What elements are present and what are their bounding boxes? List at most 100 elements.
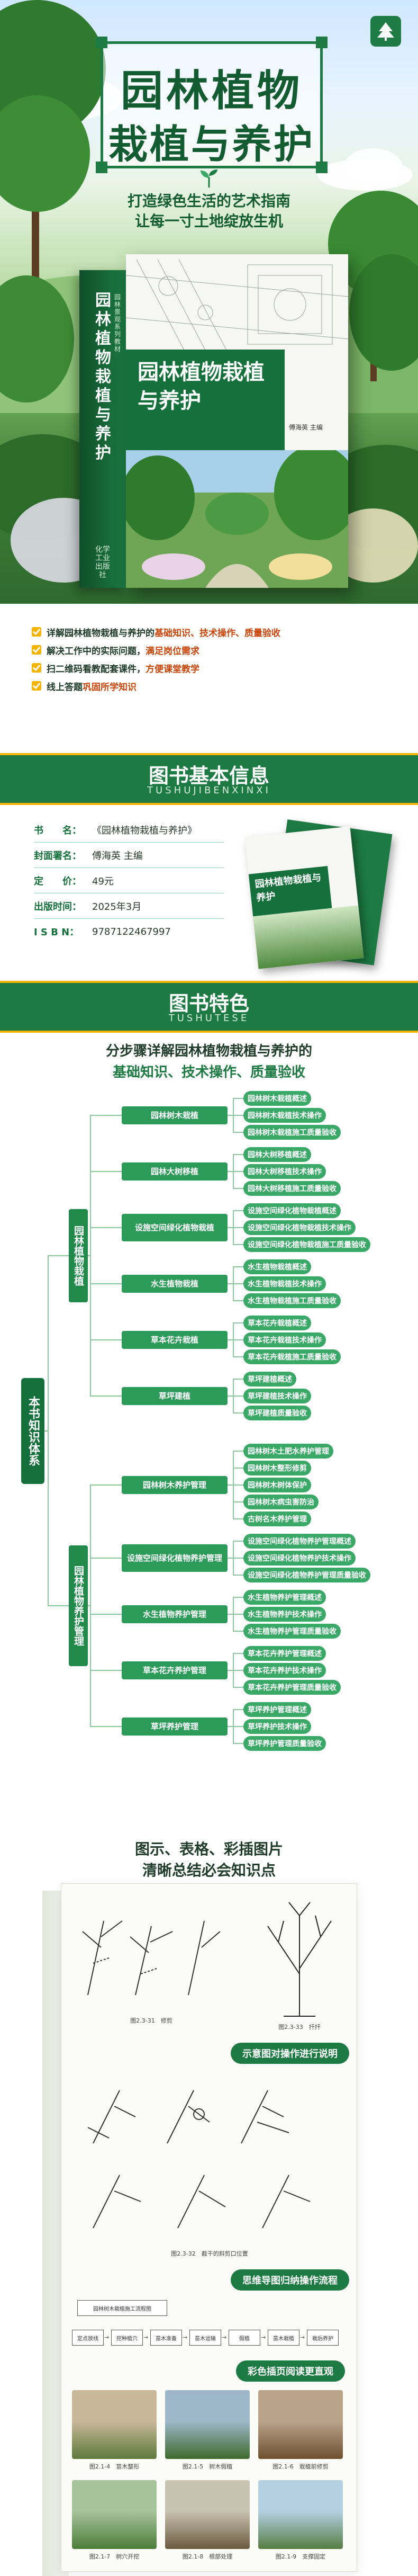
info-header-title: 图书基本信息	[148, 764, 269, 788]
hero-title-frame: 园林植物 栽植与养护	[96, 37, 328, 173]
tree-connector	[233, 1300, 243, 1301]
flow-arrow-icon: →	[183, 2334, 188, 2341]
highlight-item: 扫二维码看教配套课件，方便课堂教学	[32, 659, 392, 677]
tree-structure-diagram	[267, 1902, 332, 2017]
tree-connector	[233, 1098, 243, 1099]
hero-section: 园林植物 栽植与养护 打造绿色生活的艺术指南 让每一寸土地绽放生机 园林植物栽植…	[0, 0, 418, 604]
feature-heading-line2: 基础知识、技术操作、质量验收	[112, 1065, 305, 1080]
sample-photo	[165, 2390, 250, 2459]
tree-connector	[90, 1227, 122, 1228]
tree-leaf: 水生植物栽植施工质量验收	[243, 1293, 341, 1308]
tree-connector	[48, 1605, 69, 1606]
tree-connector	[233, 1356, 243, 1357]
highlight-item: 解决工作中的实际问题，满足岗位需求	[32, 641, 392, 659]
tree-branch: 园林树木栽植	[122, 1106, 228, 1124]
tree-connector	[233, 1322, 243, 1323]
tree-branch: 设施空间绿化植物栽植	[122, 1214, 228, 1241]
photo-caption: 图2.1-8 根部处理	[182, 2553, 233, 2560]
tree-connector	[88, 1605, 90, 1606]
tree-canopy	[0, 275, 74, 402]
info-row-isbn: I S B N：9787122467997	[34, 926, 171, 938]
flow-arrow-icon: →	[104, 2334, 110, 2341]
tree-leaf: 草坪建植质量验收	[243, 1406, 311, 1420]
figure-caption: 图2.3-31 修剪	[130, 2017, 172, 2024]
hero-subtitle-line1: 打造绿色生活的艺术指南	[127, 192, 290, 210]
flow-step: 苗木栽植	[268, 2330, 299, 2346]
tree-connector	[88, 1255, 90, 1256]
flow-step: 苗木准备	[150, 2330, 182, 2346]
flow-step: 定点放线	[72, 2330, 104, 2346]
tree-connector	[233, 1339, 243, 1340]
photo-caption: 图2.1-9 支撑固定	[275, 2553, 326, 2560]
tree-connector	[233, 1267, 234, 1301]
illustration-heading-line2: 清晰总结必会知识点	[142, 1862, 276, 1879]
tree-connector	[233, 1597, 234, 1631]
tree-branch: 草坪建植	[122, 1387, 228, 1405]
tag-diagram: 示意图对操作进行说明	[231, 2043, 349, 2064]
tree-connector	[90, 1484, 122, 1486]
tree-branch: 园林大树移植	[122, 1162, 228, 1180]
tree-connector	[233, 1266, 243, 1267]
book-info-panel: 书 名：《园林植物栽植与养护》 封面署名：傅海英 主编 定 价：49元 出版时间…	[0, 811, 418, 970]
tree-connector	[228, 1726, 233, 1727]
flow-step: 假植	[229, 2330, 260, 2346]
tree-connector	[90, 1396, 122, 1397]
tree-leaf: 设施空间绿化植物栽植概述	[243, 1203, 341, 1218]
cover-title-band	[126, 350, 285, 450]
tree-group: 园林植物养护管理	[69, 1545, 88, 1666]
tree-connector	[233, 1541, 243, 1542]
tree-connector	[90, 1726, 122, 1727]
tree-leaf: 园林树木病虫害防治	[243, 1495, 319, 1509]
flow-arrow-icon: →	[222, 2334, 227, 2341]
tree-connector	[233, 1597, 243, 1598]
tree-connector	[233, 1614, 243, 1615]
tree-leaf: 水生植物栽植概述	[243, 1259, 311, 1274]
tree-connector	[90, 1283, 122, 1284]
tree-leaf: 水生植物养护管理质量验收	[243, 1624, 341, 1639]
check-icon	[32, 663, 41, 673]
spine-publisher: 化学工业出版社	[95, 545, 110, 579]
hero-title-line1: 园林植物	[121, 66, 303, 115]
tree-connector	[228, 1115, 233, 1116]
tree-connector	[233, 1379, 243, 1380]
flow-step: 苗木运输	[189, 2330, 221, 2346]
tree-connector	[48, 1255, 69, 1256]
cover-title: 园林植物栽植与养护	[138, 360, 265, 413]
tree-leaf: 水生植物栽植技术操作	[243, 1276, 326, 1291]
flow-arrow-icon: →	[300, 2334, 305, 2341]
check-icon	[32, 645, 41, 655]
tree-connector	[228, 1558, 233, 1559]
tree-connector	[228, 1614, 233, 1615]
tree-canopy	[0, 95, 90, 212]
tree-connector	[233, 1227, 243, 1228]
feature-header-title: 图书特色	[168, 992, 249, 1015]
tree-leaf: 园林树木整形修剪	[243, 1461, 311, 1475]
tree-branch: 设施空间绿化植物养护管理	[122, 1544, 228, 1572]
spine-series: 园林景观系列教材	[114, 293, 121, 353]
tree-branch: 草本花卉栽植	[122, 1331, 228, 1349]
info-section-header: 图书基本信息 TUSHUJIBENXINXI	[0, 753, 418, 805]
flow-arrow-icon: →	[261, 2334, 266, 2341]
tree-connector	[233, 1558, 243, 1559]
tag-color: 彩色插页阅读更直观	[236, 2360, 345, 2382]
tree-connector	[233, 1501, 243, 1502]
highlight-item: 详解园林植物栽植与养护的基础知识、技术操作、质量验收	[32, 623, 392, 641]
tree-leaf: 园林树木栽植概述	[243, 1091, 311, 1106]
tree-group: 园林植物栽植	[69, 1209, 88, 1302]
tree-branch: 园林树木养护管理	[122, 1476, 228, 1494]
tree-connector	[90, 1558, 122, 1559]
tree-branch: 草坪养护管理	[122, 1718, 228, 1736]
tree-connector	[228, 1339, 233, 1340]
tree-connector	[233, 1451, 243, 1452]
pruning-diagram	[82, 1920, 221, 1996]
spine-title: 园林植物栽植与养护	[95, 291, 111, 462]
tree-leaf: 设施空间绿化植物养护管理概述	[243, 1534, 356, 1549]
info-row-price: 定 价：49元	[34, 876, 114, 887]
flow-steps: 定点放线→挖种植穴→苗木准备→苗木运输→假植→苗木栽植→栽后养护	[72, 2330, 347, 2351]
cover-garden-photo	[126, 450, 348, 588]
tree-leaf: 园林树木树体保护	[243, 1478, 311, 1492]
tree-connector	[228, 1227, 233, 1228]
tree-connector	[233, 1188, 243, 1189]
tree-connector	[233, 1631, 243, 1632]
tree-leaf: 设施空间绿化植物养护技术操作	[243, 1551, 356, 1566]
